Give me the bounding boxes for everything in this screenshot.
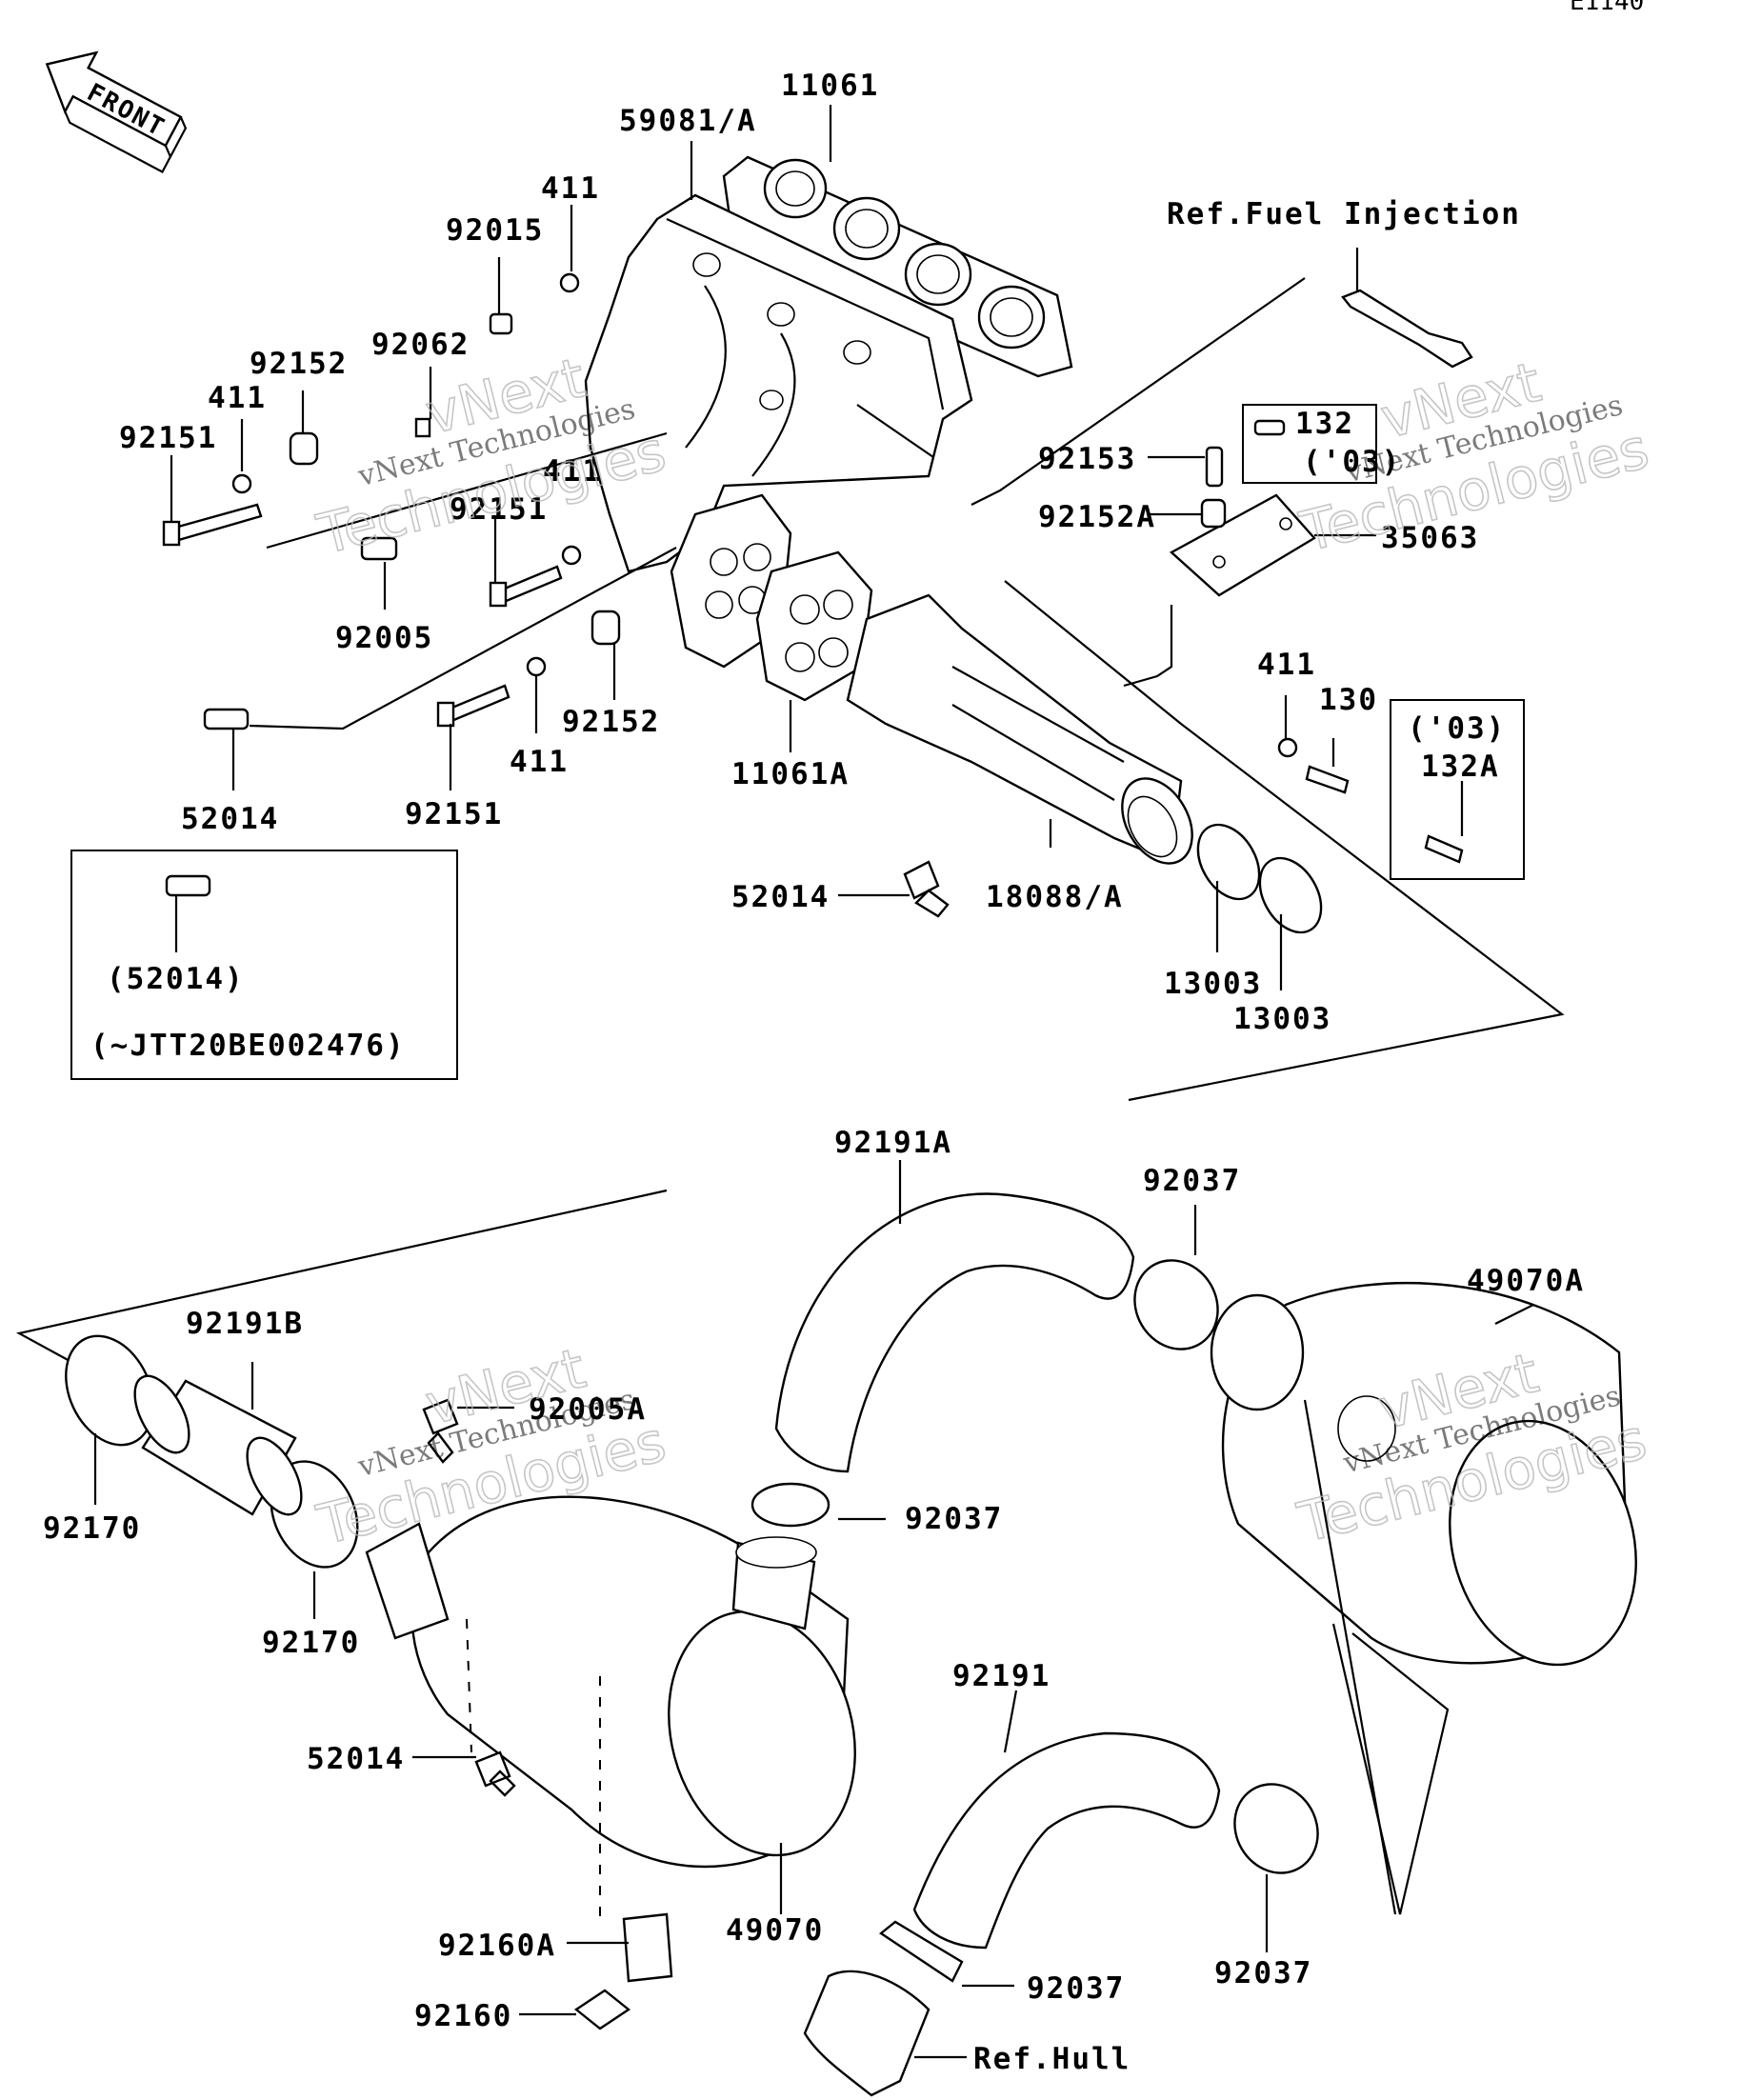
label-59081: 59081/A	[619, 104, 757, 138]
label-92152-b: 92152	[562, 705, 660, 739]
label-92005A: 92005A	[529, 1392, 647, 1427]
exhaust-pipe	[846, 593, 1193, 865]
model-year-box-132A	[1390, 699, 1525, 880]
label-18088: 18088/A	[986, 880, 1124, 914]
label-92152-a: 92152	[250, 347, 348, 381]
collar-92152-lower	[590, 610, 621, 646]
fitting-52014-lower	[474, 1750, 516, 1797]
collar-92152A	[1200, 498, 1227, 529]
label-35063: 35063	[1381, 521, 1479, 555]
bolt-130	[1305, 765, 1350, 794]
hose-clamp-92037-right	[1233, 1783, 1319, 1874]
pad-92160	[573, 1989, 631, 2030]
label-92151-b: 92151	[450, 492, 548, 527]
collar-92152	[289, 431, 319, 466]
label-92151-c: 92151	[405, 797, 503, 831]
label-92037-c: 92037	[1027, 1971, 1125, 2006]
bolt-132A	[1424, 834, 1464, 864]
label-92152A: 92152A	[1038, 500, 1156, 534]
hose-clamp-92037-lower	[878, 1920, 964, 1983]
bolt-132	[1253, 419, 1286, 436]
washer-411-b	[231, 473, 252, 494]
fitting-92005	[360, 536, 398, 561]
bolt-92153	[1205, 446, 1224, 488]
washer-411-d	[526, 656, 547, 677]
model-year-box-132	[1242, 404, 1377, 484]
label-49070: 49070	[726, 1913, 824, 1948]
washer-411-a	[559, 272, 580, 293]
inset-part-label: (52014)	[107, 962, 245, 996]
hull-reference	[803, 1970, 931, 2097]
label-92191A: 92191A	[834, 1126, 952, 1160]
label-411-e: 411	[1257, 648, 1316, 682]
hose-clamp-92037-mid	[750, 1482, 830, 1528]
exhaust-manifold-gasket	[722, 155, 1073, 378]
label-92005: 92005	[335, 621, 433, 655]
inset-fitting	[165, 874, 211, 897]
o-ring-2	[1258, 856, 1323, 934]
label-411-c: 411	[543, 454, 602, 489]
fitting-52014-mid	[903, 860, 950, 918]
bolt-92151-mid	[489, 565, 563, 608]
page-code: E1140	[1570, 0, 1644, 16]
label-132: 132	[1295, 407, 1354, 441]
label-92160: 92160	[414, 1999, 512, 2033]
label-92191: 92191	[952, 1659, 1051, 1693]
hose-clamp-92037-upper	[1133, 1259, 1219, 1350]
inset-serial-label: (~JTT20BE002476)	[90, 1029, 406, 1063]
label-11061: 11061	[781, 69, 879, 103]
label-92037-a: 92037	[1143, 1164, 1241, 1198]
label-92151-a: 92151	[119, 421, 217, 455]
label-411-b: 411	[208, 381, 267, 415]
washer-411-e	[1277, 737, 1298, 758]
label-92015: 92015	[446, 213, 544, 248]
hose-clamp-92170-left	[65, 1334, 154, 1447]
label-92170-a: 92170	[43, 1511, 141, 1546]
label-03-b: ('03)	[1408, 711, 1506, 746]
ref-fuel-injection-label: Ref.Fuel Injection	[1167, 197, 1521, 231]
fitting-92005A	[422, 1398, 459, 1464]
muffler-49070	[365, 1495, 856, 1869]
exhaust-hose-92191	[912, 1731, 1221, 1950]
label-411-a: 411	[541, 171, 600, 206]
mounting-bracket	[1169, 493, 1316, 597]
label-130: 130	[1319, 683, 1378, 717]
serial-inset-box	[70, 850, 458, 1080]
label-49070A: 49070A	[1467, 1264, 1585, 1298]
fitting-52014-upper	[203, 708, 250, 730]
fuel-injection-connector	[1341, 289, 1473, 369]
exhaust-hose-92191B	[133, 1374, 303, 1516]
front-arrow-icon: FRONT	[45, 50, 188, 174]
label-132A: 132A	[1421, 750, 1500, 784]
flange-gasket	[755, 550, 873, 702]
label-92062: 92062	[371, 328, 470, 362]
washer-411-c	[561, 545, 582, 566]
exhaust-manifold	[584, 193, 973, 573]
label-92037-d: 92037	[1214, 1956, 1312, 1990]
label-11061A: 11061A	[731, 757, 850, 791]
label-13003-b: 13003	[1233, 1002, 1331, 1036]
label-411-d: 411	[510, 745, 569, 779]
stud-92062	[414, 417, 431, 438]
label-92160A: 92160A	[438, 1929, 556, 1963]
label-92170-b: 92170	[262, 1626, 360, 1660]
label-52014-a: 52014	[181, 802, 279, 836]
muffler-49070A	[1210, 1282, 1637, 1667]
bolt-92151-upper	[162, 503, 263, 547]
o-ring-1	[1196, 823, 1261, 901]
exhaust-hose-92191A	[774, 1192, 1135, 1473]
bolt-92151-lower	[436, 684, 510, 728]
label-52014-b: 52014	[731, 880, 830, 914]
ref-hull-label: Ref.Hull	[973, 2042, 1131, 2076]
label-52014-c: 52014	[307, 1742, 405, 1776]
label-92037-b: 92037	[905, 1502, 1003, 1536]
pad-92160A	[622, 1912, 673, 1983]
nut-92015	[489, 312, 513, 335]
label-92191B: 92191B	[186, 1307, 304, 1341]
label-13003-a: 13003	[1164, 967, 1262, 1001]
label-03-a: ('03)	[1303, 445, 1401, 479]
label-92153: 92153	[1038, 442, 1136, 476]
